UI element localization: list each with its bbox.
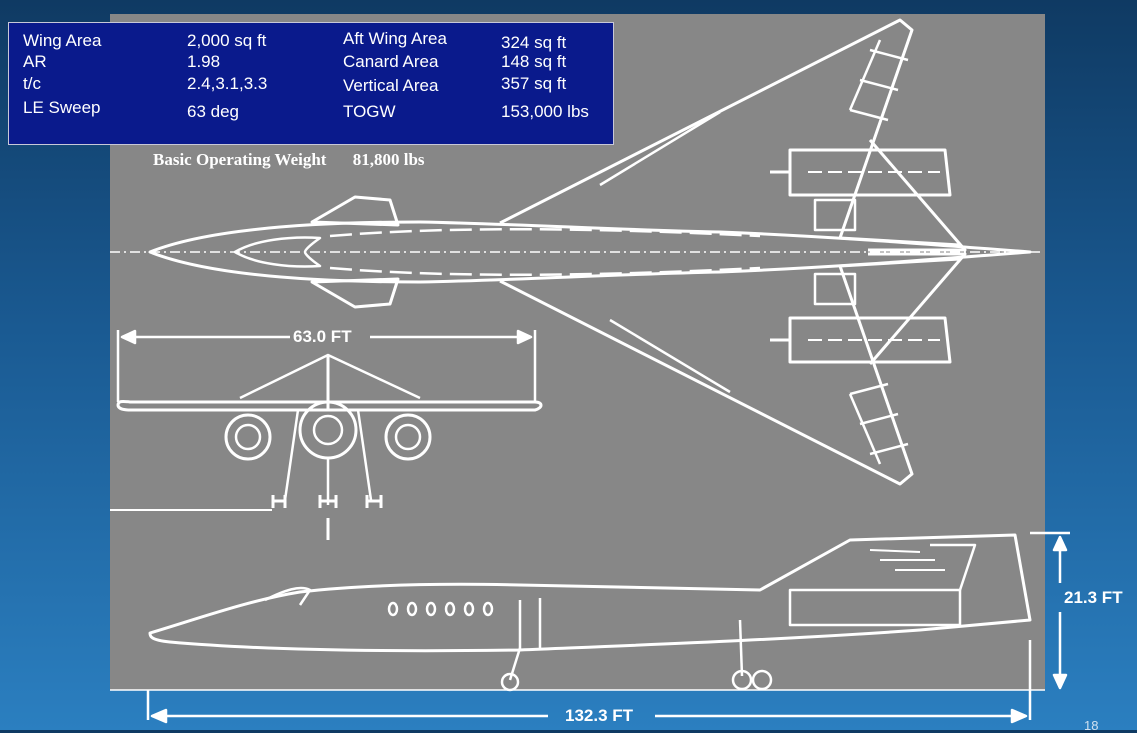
top-view: [110, 18, 1040, 486]
spec-label-vertical-area: Vertical Area: [343, 76, 439, 95]
span-dimension-label: 63.0 FT: [293, 327, 352, 346]
height-dimension-label: 21.3 FT: [1064, 588, 1123, 607]
basic-operating-weight: Basic Operating Weight 81,800 lbs: [153, 150, 425, 170]
spec-label-canard-area: Canard Area: [343, 52, 439, 71]
length-dimension-label: 132.3 FT: [565, 706, 634, 725]
spec-value-togw: 153,000 lbs: [501, 102, 589, 121]
bow-label: Basic Operating Weight: [153, 150, 327, 169]
spec-value-vertical-area: 357 sq ft: [501, 74, 567, 93]
spec-value-aft-wing-area: 324 sq ft: [501, 33, 567, 52]
bow-value: 81,800 lbs: [352, 150, 425, 169]
front-view: [110, 353, 543, 540]
page-number: 18: [1084, 718, 1099, 733]
dimension-lines: [116, 329, 1070, 724]
spec-value-le-sweep: 63 deg: [187, 102, 239, 121]
spec-value-ar: 1.98: [187, 52, 221, 71]
spec-label-togw: TOGW: [343, 102, 396, 121]
spec-label-le-sweep: LE Sweep: [23, 98, 101, 117]
spec-value-tc: 2.4,3.1,3.3: [187, 74, 268, 93]
spec-value-wing-area: 2,000 sq ft: [187, 31, 267, 50]
side-view: [110, 533, 1045, 692]
spec-label-aft-wing-area: Aft Wing Area: [343, 29, 447, 48]
spec-value-canard-area: 148 sq ft: [501, 52, 567, 71]
specifications-box: Wing Area AR t/c LE Sweep 2,000 sq ft 1.…: [8, 22, 614, 145]
spec-label-wing-area: Wing Area: [23, 31, 102, 50]
spec-label-tc: t/c: [23, 74, 41, 93]
spec-label-ar: AR: [23, 52, 47, 71]
